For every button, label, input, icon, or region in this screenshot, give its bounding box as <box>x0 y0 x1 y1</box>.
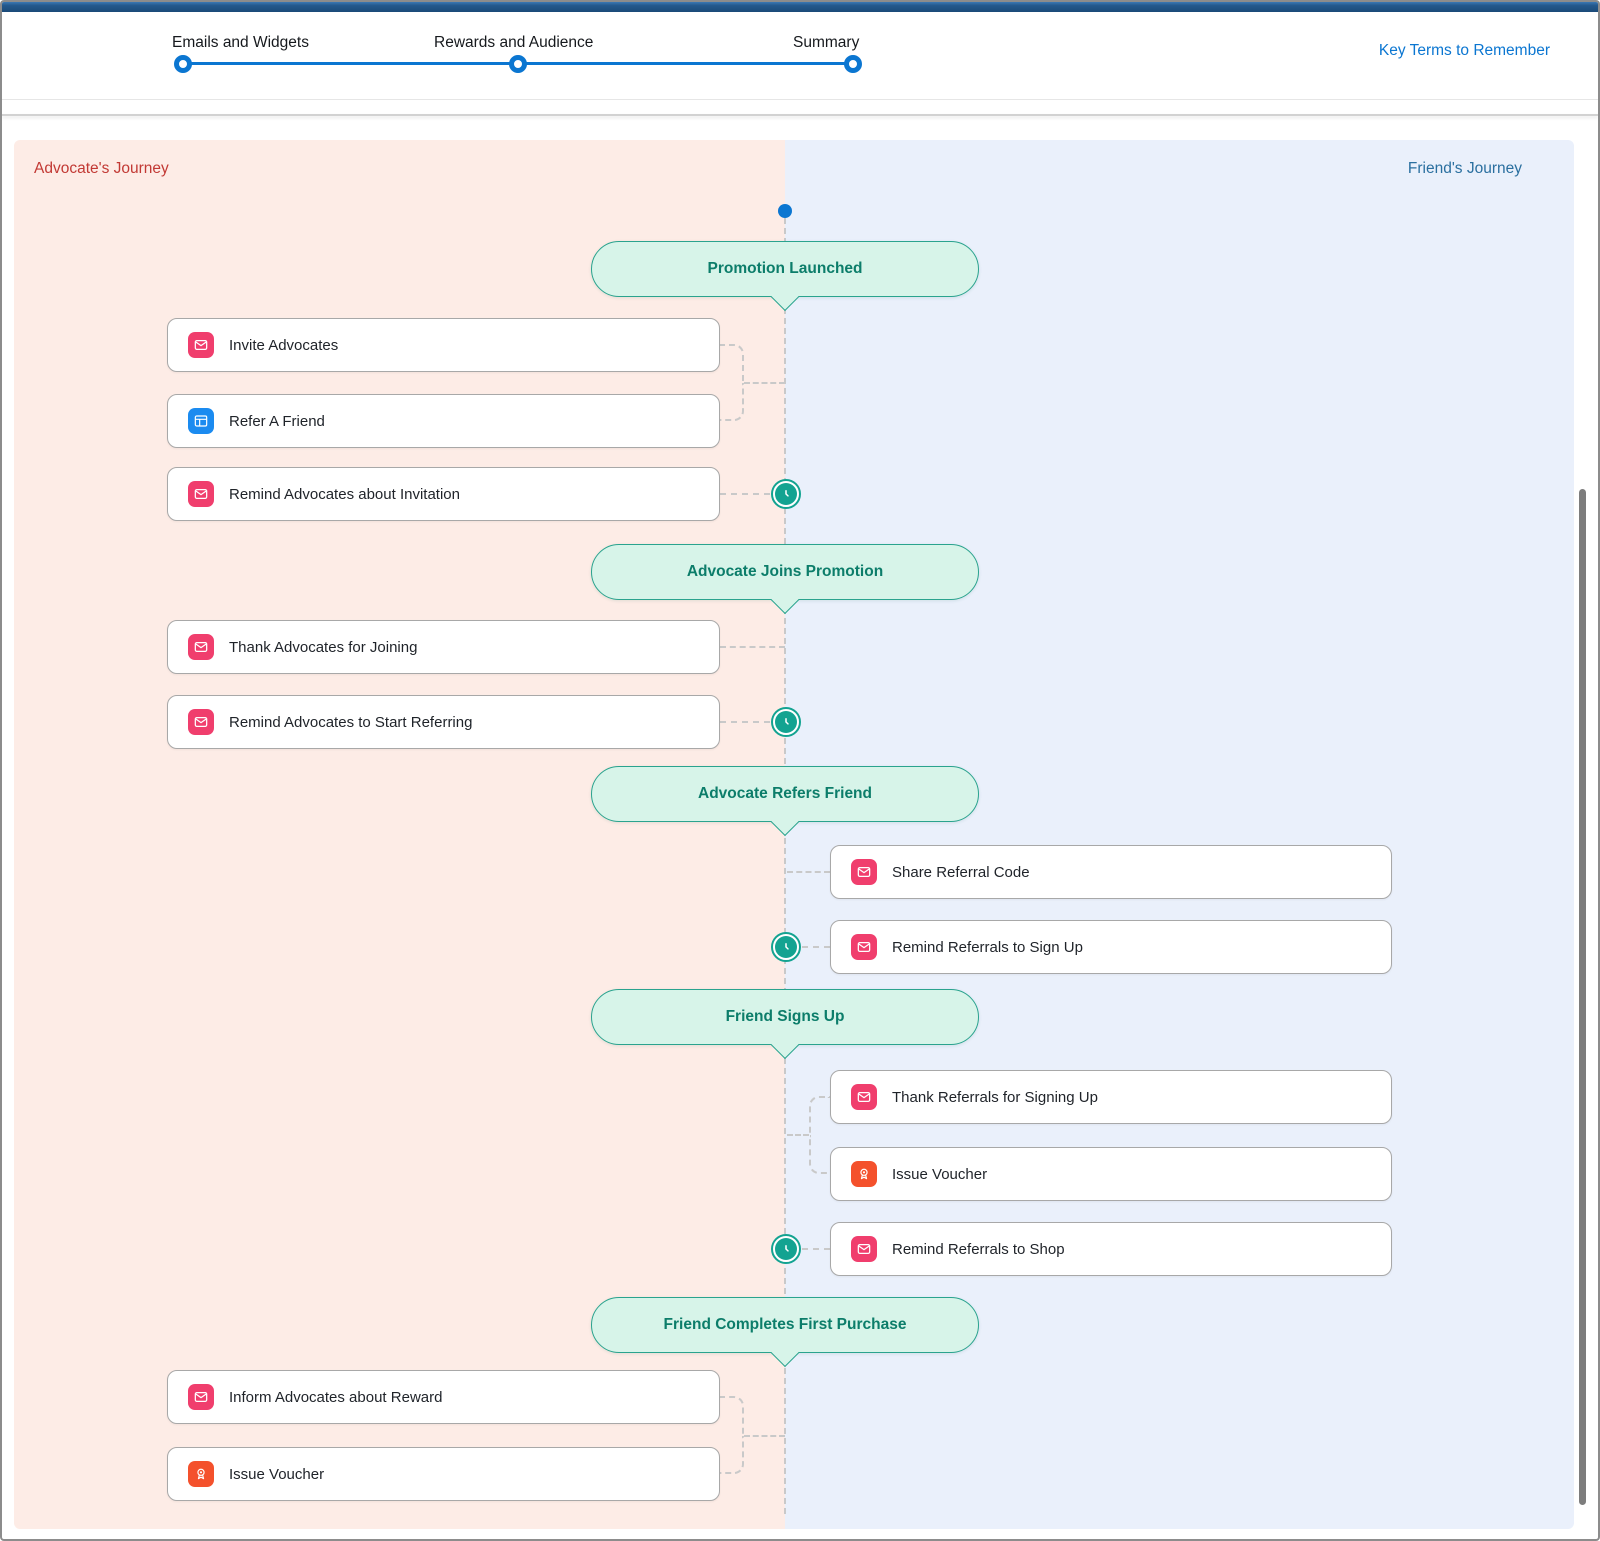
action-card-label: Thank Advocates for Joining <box>229 638 418 656</box>
action-card-invite-advocates[interactable]: Invite Advocates <box>167 318 720 372</box>
connector-line <box>719 344 744 383</box>
step-label-summary: Summary <box>793 34 860 51</box>
step-label-rewards-and-audience: Rewards and Audience <box>434 34 594 51</box>
action-card-label: Invite Advocates <box>229 336 339 354</box>
action-card-inform-advocates-about-reward[interactable]: Inform Advocates about Reward <box>167 1370 720 1424</box>
action-card-remind-advocates-about-invitation[interactable]: Remind Advocates about Invitation <box>167 467 720 521</box>
action-card-label: Remind Referrals to Shop <box>892 1240 1065 1258</box>
connector-line <box>787 1134 809 1136</box>
email-icon <box>851 859 877 885</box>
connector-line <box>802 946 830 948</box>
step-circle-summary[interactable] <box>844 55 862 73</box>
clock-icon <box>771 707 801 737</box>
action-card-remind-referrals-to-sign-up[interactable]: Remind Referrals to Sign Up <box>830 920 1392 974</box>
clock-icon <box>771 479 801 509</box>
action-card-label: Issue Voucher <box>229 1465 325 1483</box>
step-label-emails-and-widgets: Emails and Widgets <box>172 34 309 51</box>
clock-icon <box>771 1234 801 1264</box>
header-divider <box>2 99 1598 100</box>
email-icon <box>188 1384 214 1410</box>
action-card-label: Inform Advocates about Reward <box>229 1388 443 1406</box>
action-card-refer-a-friend[interactable]: Refer A Friend <box>167 394 720 448</box>
friend-journey-label: Friend's Journey <box>1407 160 1522 177</box>
email-icon <box>851 934 877 960</box>
top-accent-bar <box>2 2 1598 12</box>
connector-line <box>719 1396 744 1436</box>
voucher-icon <box>188 1461 214 1487</box>
email-icon <box>188 709 214 735</box>
milestone-label: Advocate Joins Promotion <box>686 563 884 580</box>
milestone-advocate-joins-promotion: Advocate Joins Promotion <box>591 544 979 615</box>
milestone-label: Friend Signs Up <box>725 1008 845 1025</box>
action-card-label: Refer A Friend <box>229 412 325 430</box>
step-circle-rewards-and-audience[interactable] <box>509 55 527 73</box>
action-card-label: Issue Voucher <box>892 1165 988 1183</box>
voucher-icon <box>851 1161 877 1187</box>
connector-line <box>744 1435 785 1437</box>
action-card-label: Share Referral Code <box>892 863 1030 881</box>
timeline-start-dot <box>778 204 792 218</box>
action-card-issue-voucher-advocate[interactable]: Issue Voucher <box>167 1447 720 1501</box>
connector-line <box>744 382 785 384</box>
connector-line <box>719 1436 744 1474</box>
email-icon <box>851 1084 877 1110</box>
action-card-thank-referrals-for-signing-up[interactable]: Thank Referrals for Signing Up <box>830 1070 1392 1124</box>
milestone-label: Promotion Launched <box>707 260 863 277</box>
step-circle-emails-and-widgets[interactable] <box>174 55 192 73</box>
email-icon <box>188 634 214 660</box>
action-card-issue-voucher-friend[interactable]: Issue Voucher <box>830 1147 1392 1201</box>
milestone-label: Advocate Refers Friend <box>698 785 872 802</box>
milestone-label: Friend Completes First Purchase <box>663 1316 907 1333</box>
toolbar-divider <box>2 114 1598 116</box>
connector-line <box>809 1096 830 1135</box>
connector-line <box>720 646 785 648</box>
email-icon <box>851 1236 877 1262</box>
milestone-advocate-refers-friend: Advocate Refers Friend <box>591 766 979 837</box>
action-card-remind-referrals-to-shop[interactable]: Remind Referrals to Shop <box>830 1222 1392 1276</box>
connector-line <box>720 493 770 495</box>
connector-line <box>720 721 770 723</box>
action-card-remind-advocates-to-start-referring[interactable]: Remind Advocates to Start Referring <box>167 695 720 749</box>
milestone-friend-signs-up: Friend Signs Up <box>591 989 979 1060</box>
email-icon <box>188 332 214 358</box>
email-icon <box>188 481 214 507</box>
connector-line <box>809 1135 830 1174</box>
action-card-label: Remind Advocates to Start Referring <box>229 713 473 731</box>
journey-timeline <box>784 218 786 1514</box>
connector-line <box>787 871 830 873</box>
milestone-promotion-launched: Promotion Launched <box>591 241 979 312</box>
key-terms-link[interactable]: Key Terms to Remember <box>1378 42 1550 59</box>
action-card-label: Thank Referrals for Signing Up <box>892 1088 1098 1106</box>
clock-icon <box>771 932 801 962</box>
connector-line <box>719 383 744 421</box>
vertical-scrollbar-thumb[interactable] <box>1579 489 1586 1505</box>
widget-icon <box>188 408 214 434</box>
action-card-label: Remind Advocates about Invitation <box>229 485 460 503</box>
connector-line <box>802 1248 830 1250</box>
milestone-friend-completes-first-purchase: Friend Completes First Purchase <box>591 1297 979 1368</box>
action-card-share-referral-code[interactable]: Share Referral Code <box>830 845 1392 899</box>
action-card-label: Remind Referrals to Sign Up <box>892 938 1083 956</box>
advocate-journey-label: Advocate's Journey <box>34 160 169 177</box>
action-card-thank-advocates-for-joining[interactable]: Thank Advocates for Joining <box>167 620 720 674</box>
